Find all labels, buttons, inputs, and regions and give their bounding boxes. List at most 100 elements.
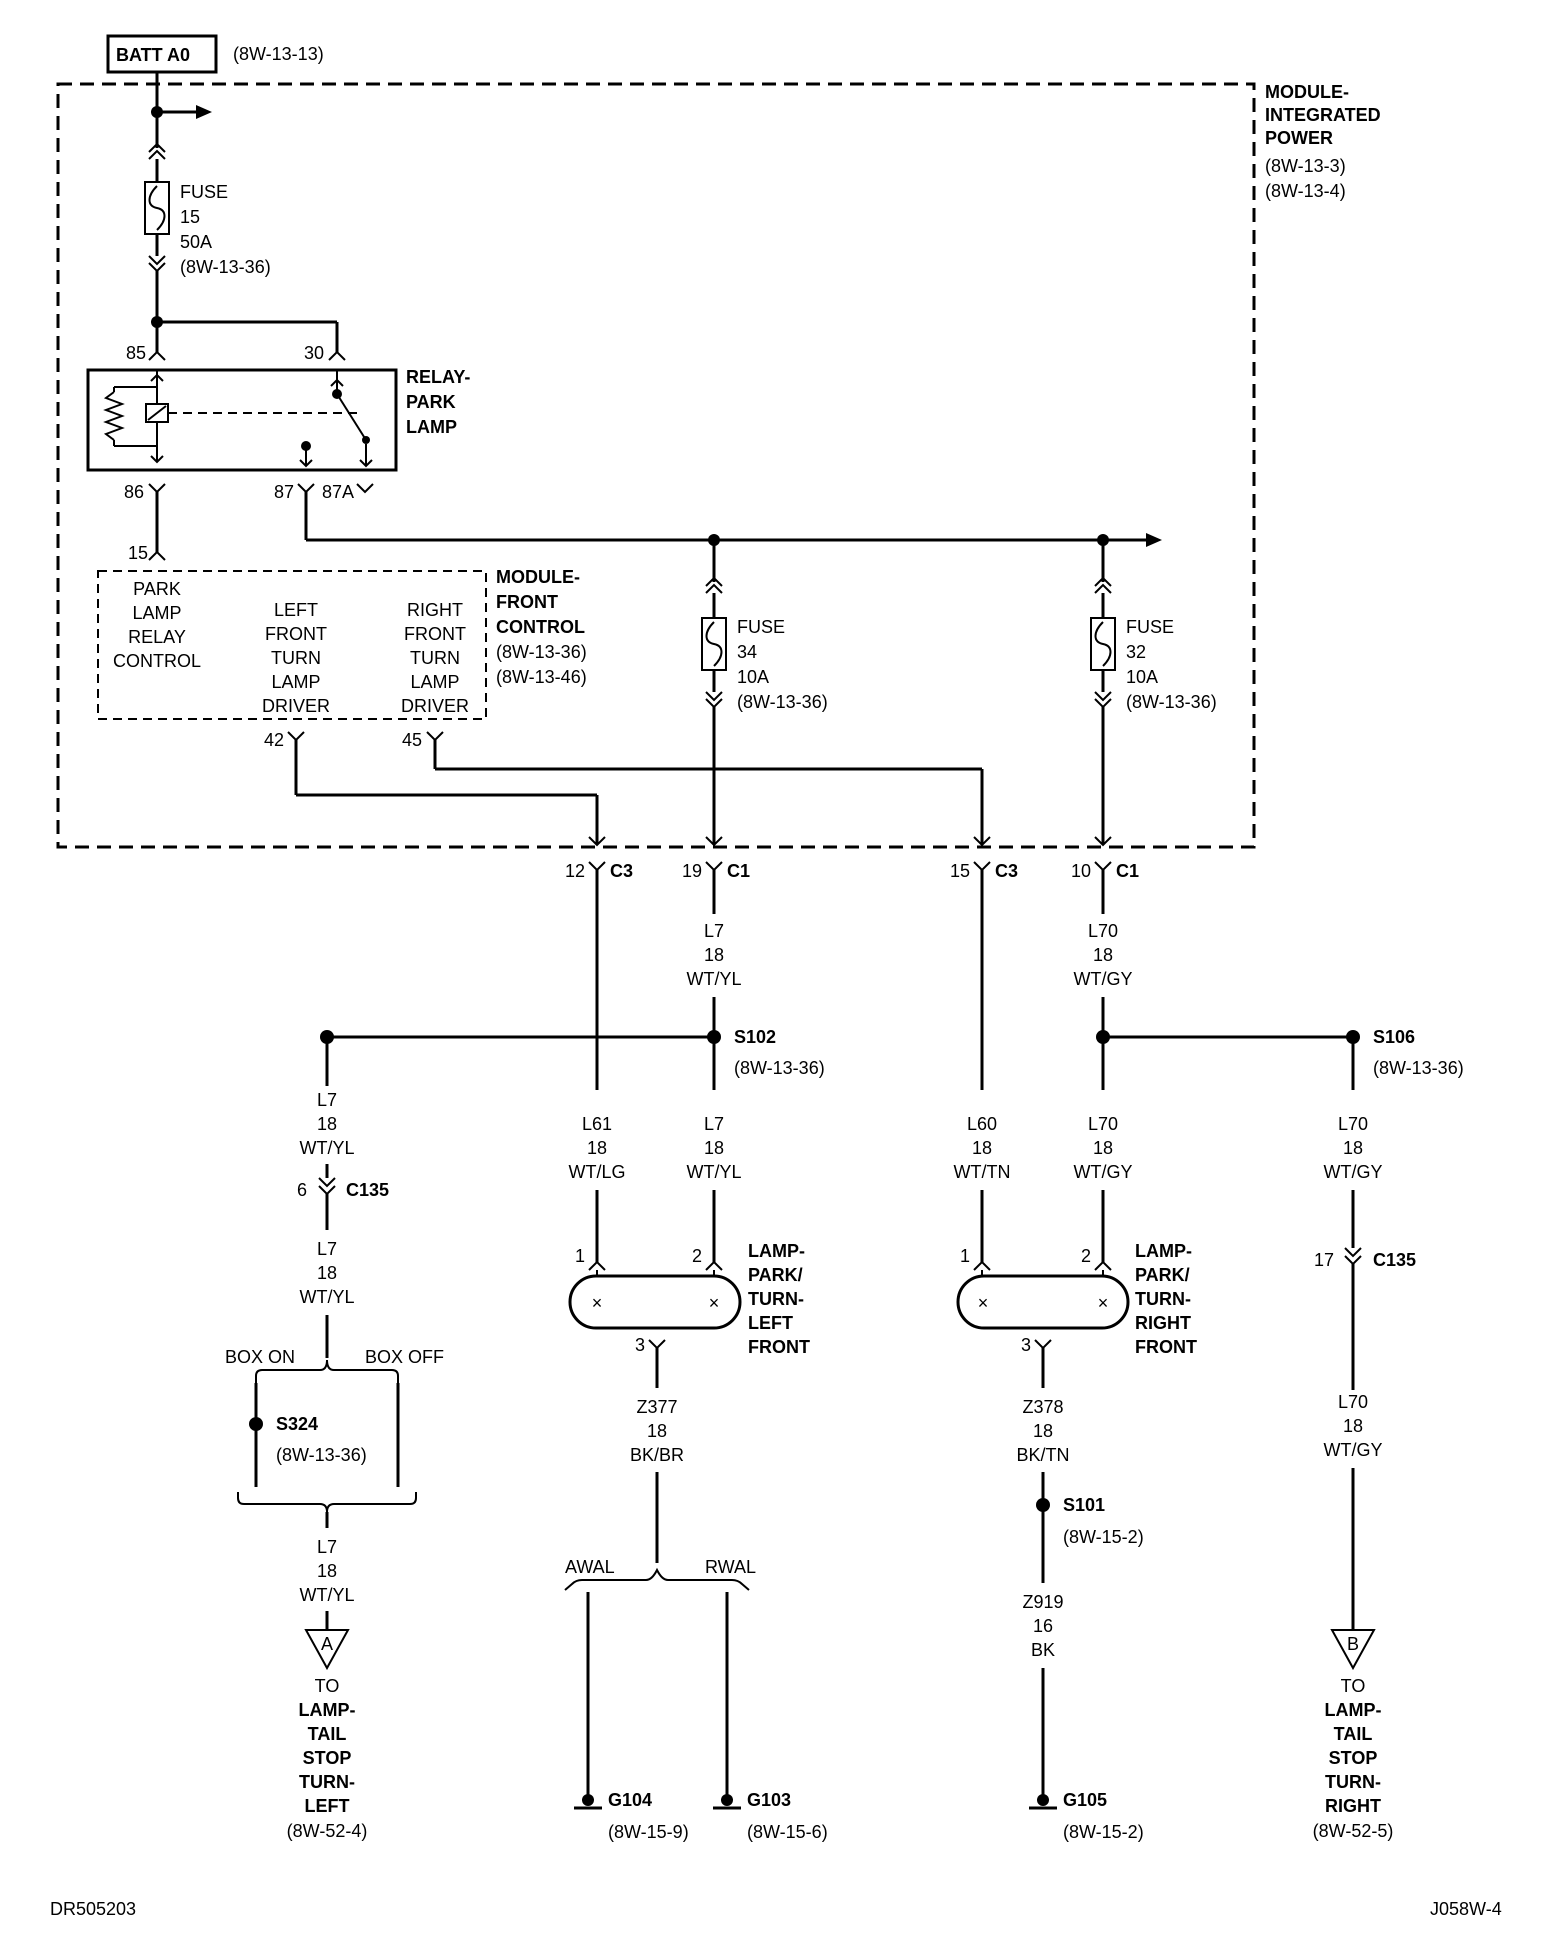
svg-text:BK: BK — [1031, 1640, 1055, 1660]
svg-text:FUSE: FUSE — [1126, 617, 1174, 637]
svg-text:DRIVER: DRIVER — [401, 696, 469, 716]
svg-text:WT/YL: WT/YL — [686, 1162, 741, 1182]
svg-text:MODULE-: MODULE- — [496, 567, 580, 587]
svg-text:87A: 87A — [322, 482, 354, 502]
fcm-output-wires — [287, 731, 991, 847]
svg-text:C1: C1 — [727, 861, 750, 881]
ground-g105: G105 (8W-15-2) — [1029, 1790, 1144, 1842]
batt-feed-wire — [148, 72, 212, 182]
svg-text:G105: G105 — [1063, 1790, 1107, 1810]
svg-text:WT/YL: WT/YL — [299, 1287, 354, 1307]
wire-l7-top: L7 18 WT/YL — [686, 870, 742, 1037]
svg-text:86: 86 — [124, 482, 144, 502]
module-front-control: 15 PARK LAMP RELAY CONTROL LEFT FRONT TU… — [97, 543, 587, 750]
svg-text:2: 2 — [1081, 1246, 1091, 1266]
svg-text:C3: C3 — [995, 861, 1018, 881]
svg-text:TAIL: TAIL — [1334, 1724, 1373, 1744]
splice-s324: S324 (8W-13-36) — [276, 1414, 367, 1465]
svg-text:LAMP-: LAMP- — [1325, 1700, 1382, 1720]
batt-a0: BATT A0 — [106, 34, 218, 74]
svg-text:(8W-15-2): (8W-15-2) — [1063, 1527, 1144, 1547]
module-integrated-power-label: MODULE- INTEGRATED POWER (8W-13-3) (8W-1… — [1265, 82, 1381, 201]
svg-text:34: 34 — [737, 642, 757, 662]
svg-text:19: 19 — [682, 861, 702, 881]
svg-text:TURN-: TURN- — [1325, 1772, 1381, 1792]
lamp-park-turn-left-front: 1 2 × × LAMP- PARK/ TURN- LEFT FRONT 3 — [568, 1241, 810, 1357]
wire-z377: Z377 18 BK/BR — [564, 1348, 750, 1591]
svg-text:PARK: PARK — [133, 579, 181, 599]
svg-text:18: 18 — [704, 1138, 724, 1158]
svg-text:16: 16 — [1033, 1616, 1053, 1636]
svg-text:18: 18 — [972, 1138, 992, 1158]
svg-text:10: 10 — [1071, 861, 1091, 881]
svg-text:TO: TO — [315, 1676, 340, 1696]
svg-text:PARK: PARK — [406, 392, 456, 412]
svg-text:17: 17 — [1314, 1250, 1334, 1270]
ground-g104: G104 (8W-15-9) — [574, 1790, 689, 1842]
svg-text:18: 18 — [704, 945, 724, 965]
svg-text:18: 18 — [1093, 945, 1113, 965]
wire-l70-right: L70 18 WT/GY L70 18 WT/GY — [1324, 1037, 1383, 1630]
svg-text:18: 18 — [317, 1114, 337, 1134]
connector-c135-right: 17 C135 — [1314, 1250, 1416, 1270]
wire-l70-top: L70 18 WT/GY — [1074, 870, 1133, 1037]
svg-text:RELAY: RELAY — [128, 627, 186, 647]
wire-l7-left-bottom: L7 18 WT/YL — [299, 1512, 355, 1630]
svg-text:INTEGRATED: INTEGRATED — [1265, 105, 1381, 125]
svg-text:MODULE-: MODULE- — [1265, 82, 1349, 102]
connector-b: B TO LAMP- TAIL STOP TURN- RIGHT (8W-52-… — [1313, 1629, 1393, 1841]
svg-text:18: 18 — [1343, 1138, 1363, 1158]
svg-text:C135: C135 — [346, 1180, 389, 1200]
footer-left-code: DR505203 — [50, 1899, 136, 1919]
svg-text:FRONT: FRONT — [265, 624, 327, 644]
svg-text:18: 18 — [317, 1561, 337, 1581]
svg-text:DRIVER: DRIVER — [262, 696, 330, 716]
svg-text:(8W-13-36): (8W-13-36) — [1373, 1058, 1464, 1078]
svg-text:87: 87 — [274, 482, 294, 502]
svg-text:FUSE: FUSE — [180, 182, 228, 202]
svg-text:WT/YL: WT/YL — [299, 1138, 354, 1158]
svg-text:WT/TN: WT/TN — [954, 1162, 1011, 1182]
svg-text:12: 12 — [565, 861, 585, 881]
svg-text:CONTROL: CONTROL — [113, 651, 201, 671]
relay-output-wires — [148, 483, 1162, 561]
module-integrated-power-boundary — [56, 82, 1256, 849]
svg-text:A: A — [321, 1634, 333, 1654]
svg-text:FRONT: FRONT — [496, 592, 558, 612]
svg-text:50A: 50A — [180, 232, 212, 252]
svg-text:BOX ON: BOX ON — [225, 1347, 295, 1367]
svg-text:TURN: TURN — [410, 648, 460, 668]
svg-text:G103: G103 — [747, 1790, 791, 1810]
splice-s101: S101 (8W-15-2) — [1063, 1495, 1144, 1547]
svg-text:WT/GY: WT/GY — [1074, 1162, 1133, 1182]
connector-c3-12: 12 C3 — [565, 861, 633, 881]
svg-text:L61: L61 — [582, 1114, 612, 1134]
svg-text:S324: S324 — [276, 1414, 318, 1434]
svg-text:WT/GY: WT/GY — [1324, 1162, 1383, 1182]
svg-text:L7: L7 — [317, 1239, 337, 1259]
svg-text:(8W-52-4): (8W-52-4) — [287, 1821, 368, 1841]
svg-text:85: 85 — [126, 343, 146, 363]
svg-text:L7: L7 — [704, 921, 724, 941]
batt-ref: (8W-13-13) — [233, 44, 324, 64]
svg-text:RELAY-: RELAY- — [406, 367, 470, 387]
svg-text:15: 15 — [950, 861, 970, 881]
svg-text:C3: C3 — [610, 861, 633, 881]
svg-text:(8W-15-2): (8W-15-2) — [1063, 1822, 1144, 1842]
svg-text:STOP: STOP — [1329, 1748, 1378, 1768]
svg-text:TAIL: TAIL — [308, 1724, 347, 1744]
wal-options: AWAL RWAL — [565, 1557, 756, 1800]
svg-text:AWAL: AWAL — [565, 1557, 615, 1577]
relay-park-lamp: 85 30 RELAY- PARK LAMP 86 87 87A — [86, 343, 470, 502]
svg-text:(8W-13-46): (8W-13-46) — [496, 667, 587, 687]
svg-text:(8W-13-36): (8W-13-36) — [180, 257, 271, 277]
box-option-brace: BOX ON BOX OFF — [225, 1347, 444, 1513]
connector-c1-19: 19 C1 — [682, 861, 750, 881]
svg-text:42: 42 — [264, 730, 284, 750]
svg-text:18: 18 — [1033, 1421, 1053, 1441]
svg-text:WT/LG: WT/LG — [569, 1162, 626, 1182]
svg-text:RIGHT: RIGHT — [1135, 1313, 1191, 1333]
svg-text:LAMP: LAMP — [132, 603, 181, 623]
svg-text:10A: 10A — [1126, 667, 1158, 687]
connector-c3-15: 15 C3 — [950, 861, 1018, 881]
